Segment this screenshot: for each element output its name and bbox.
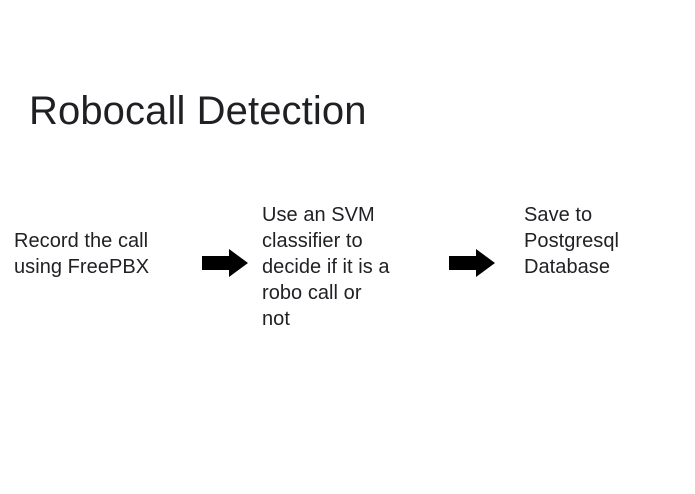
- flow-step-line: Database: [524, 256, 611, 278]
- flow-diagram: Record the call using FreePBX Use an SVM…: [0, 195, 695, 365]
- flow-step-svm-classifier: Use an SVM classifier to decide if it is…: [262, 202, 440, 332]
- flow-step-line: robo call or: [262, 282, 362, 304]
- flow-step-line: decide if it is a: [262, 256, 390, 278]
- flow-step-line: classifier to: [262, 230, 363, 252]
- flow-step-line: using FreePBX: [14, 256, 150, 278]
- flow-step-line: Record the call: [14, 230, 149, 252]
- arrow-right-icon: [449, 249, 495, 277]
- arrow-right-icon: [202, 249, 248, 277]
- flow-step-line: Use an SVM: [262, 204, 375, 226]
- page-title: Robocall Detection: [29, 89, 367, 133]
- flow-step-line: Save to: [524, 204, 593, 226]
- flow-step-save-database: Save to Postgresql Database: [524, 202, 684, 280]
- flow-step-line: not: [262, 308, 290, 330]
- flow-step-record-call: Record the call using FreePBX: [14, 228, 196, 280]
- flow-step-line: Postgresql: [524, 230, 619, 252]
